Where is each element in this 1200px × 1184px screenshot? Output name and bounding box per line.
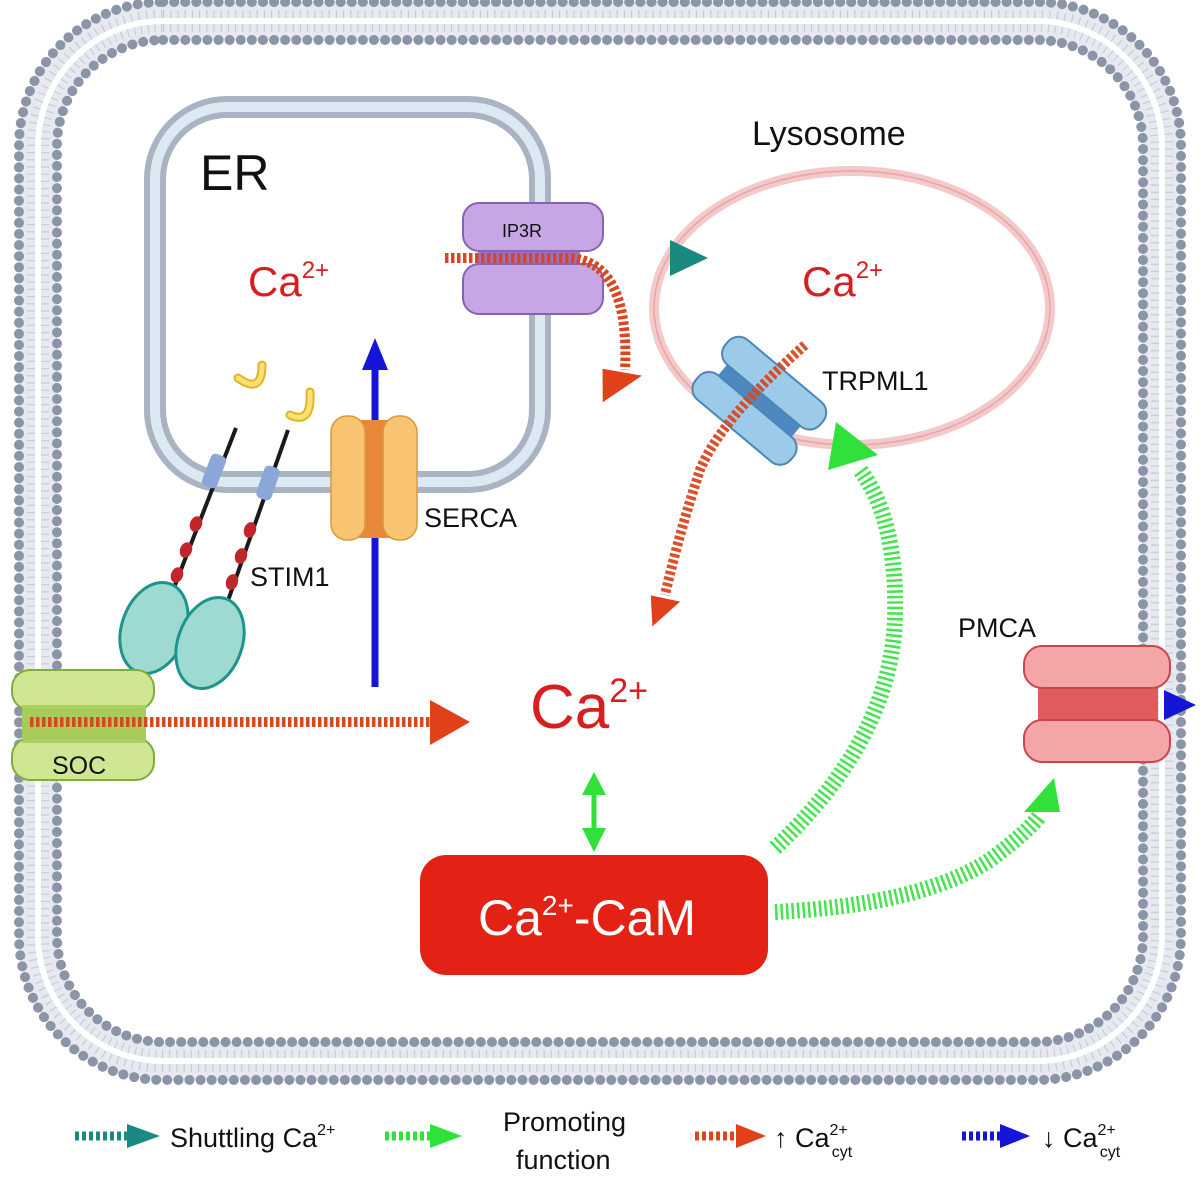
promote-trpml1-arrow [769,422,904,854]
lysosome-label: Lysosome [752,115,906,153]
legend-shuttling: Shuttling Ca2+ [75,1122,335,1153]
pmca-efflux-arrow [978,690,1196,720]
ip3r-release-arrow [445,253,642,403]
cytosolic-calcium-label: Ca2+ [530,672,648,742]
calmodulin-binding-arrow [582,772,606,852]
legend: Shuttling Ca2+ Promoting function ↑ Ca2+… [75,1107,1121,1175]
serca-pump [330,415,418,541]
ip3r-channel [462,202,604,315]
pmca-label: PMCA [958,613,1036,643]
calmodulin-complex-label: Ca2+-CaM [478,890,696,946]
er-label: ER [200,145,269,201]
calmodulin-complex-box [420,855,768,975]
trpml1-channel [691,335,828,466]
legend-promoting: Promoting function [385,1107,626,1175]
legend-increase: ↑ Ca2+cyt [695,1122,853,1161]
legend-increase-label: ↑ Ca2+cyt [774,1122,853,1161]
legend-shuttling-label: Shuttling Ca2+ [170,1122,335,1153]
soc-influx-arrow [30,700,470,745]
serca-label: SERCA [424,503,517,533]
legend-promoting-line1: Promoting [503,1107,626,1137]
lysosome-calcium-label: Ca2+ [802,257,883,305]
stim1-proteins [118,360,315,691]
stim1-label: STIM1 [250,562,330,592]
ip3r-label: IP3R [502,221,542,241]
legend-decrease: ↓ Ca2+cyt [962,1122,1121,1161]
legend-decrease-label: ↓ Ca2+cyt [1042,1122,1121,1161]
soc-label: SOC [52,752,106,780]
er-calcium-label: Ca2+ [248,257,329,305]
trpml1-label: TRPML1 [822,366,929,396]
promote-pmca-arrow [774,778,1060,920]
trpml1-release-arrow [650,341,809,627]
plasma-membrane [14,0,1186,1085]
legend-promoting-line2: function [516,1145,611,1175]
